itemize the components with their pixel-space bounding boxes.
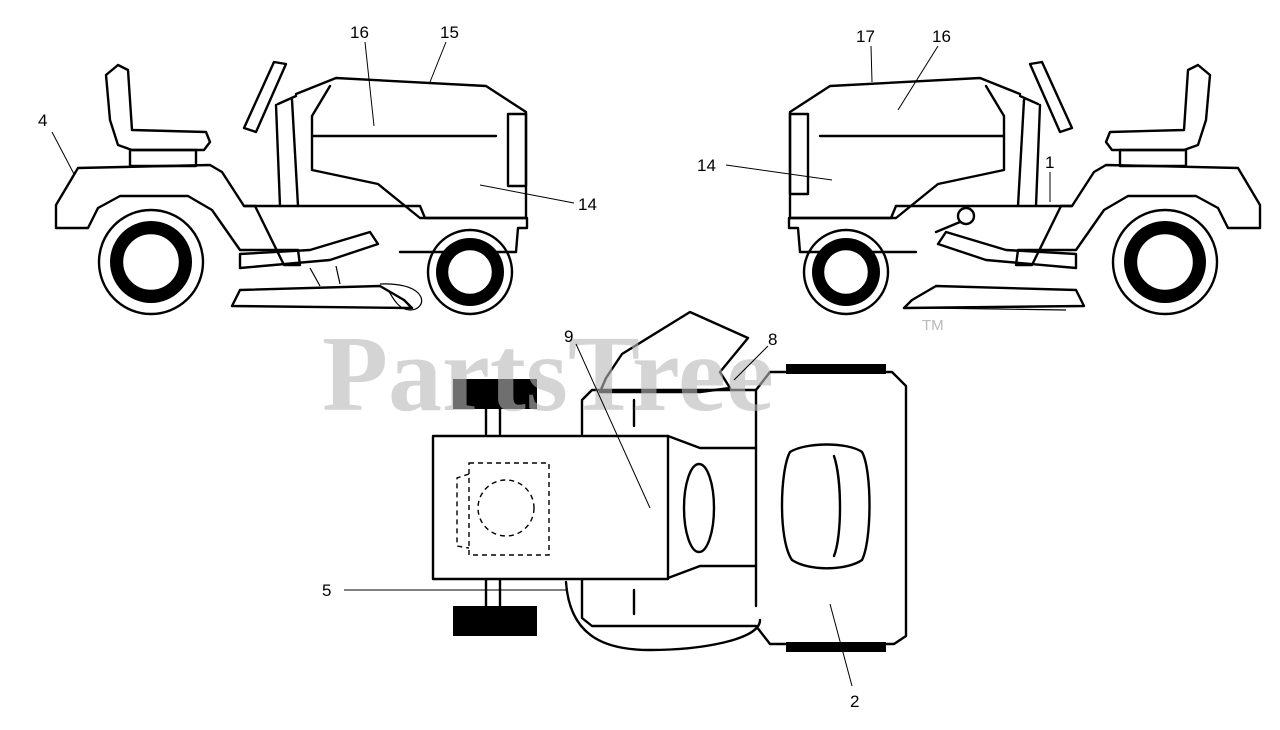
top-front-tire-lower <box>786 642 886 652</box>
left-steering-wheel <box>242 60 288 134</box>
top-hood <box>780 443 871 570</box>
left-front-wheel <box>426 228 514 316</box>
top-view <box>431 310 908 652</box>
top-mower-deck <box>564 580 762 652</box>
left-chute <box>379 283 423 311</box>
top-rear-tire-upper <box>453 379 537 409</box>
left-deck-lever <box>238 230 380 270</box>
callout-2: 2 <box>850 692 859 711</box>
callout-5: 5 <box>322 581 331 600</box>
watermark-trademark: TM <box>922 317 944 334</box>
left-frame <box>242 204 529 254</box>
left-grille <box>506 112 528 188</box>
top-seat <box>431 434 670 581</box>
callout-14-left: 14 <box>578 195 597 214</box>
top-steering-wheel <box>682 462 716 554</box>
left-seat <box>104 63 212 152</box>
left-side-view <box>54 60 529 316</box>
callout-1: 1 <box>1045 153 1054 172</box>
left-hood <box>294 76 528 220</box>
callout-16-left: 16 <box>350 23 369 42</box>
left-steering-column <box>274 94 300 208</box>
callout-15: 15 <box>440 23 459 42</box>
watermark: PartsTree <box>322 315 774 434</box>
left-seat-base <box>128 148 198 168</box>
callout-16-right: 16 <box>932 27 951 46</box>
top-body <box>580 370 908 646</box>
top-rear-tire-lower <box>453 606 537 636</box>
left-mower-deck <box>230 284 414 310</box>
top-front-tire-upper <box>786 364 886 374</box>
callout-8: 8 <box>768 330 777 349</box>
callout-17: 17 <box>856 27 875 46</box>
callouts: 4 16 15 14 17 16 14 1 9 8 5 2 <box>38 23 1054 711</box>
left-rear-fender <box>54 163 302 267</box>
left-rear-wheel <box>97 208 205 316</box>
callout-14-right: 14 <box>697 156 716 175</box>
callout-4: 4 <box>38 111 47 130</box>
leader-lines <box>51 41 1051 687</box>
callout-9: 9 <box>564 327 573 346</box>
right-side-view <box>787 60 1262 316</box>
